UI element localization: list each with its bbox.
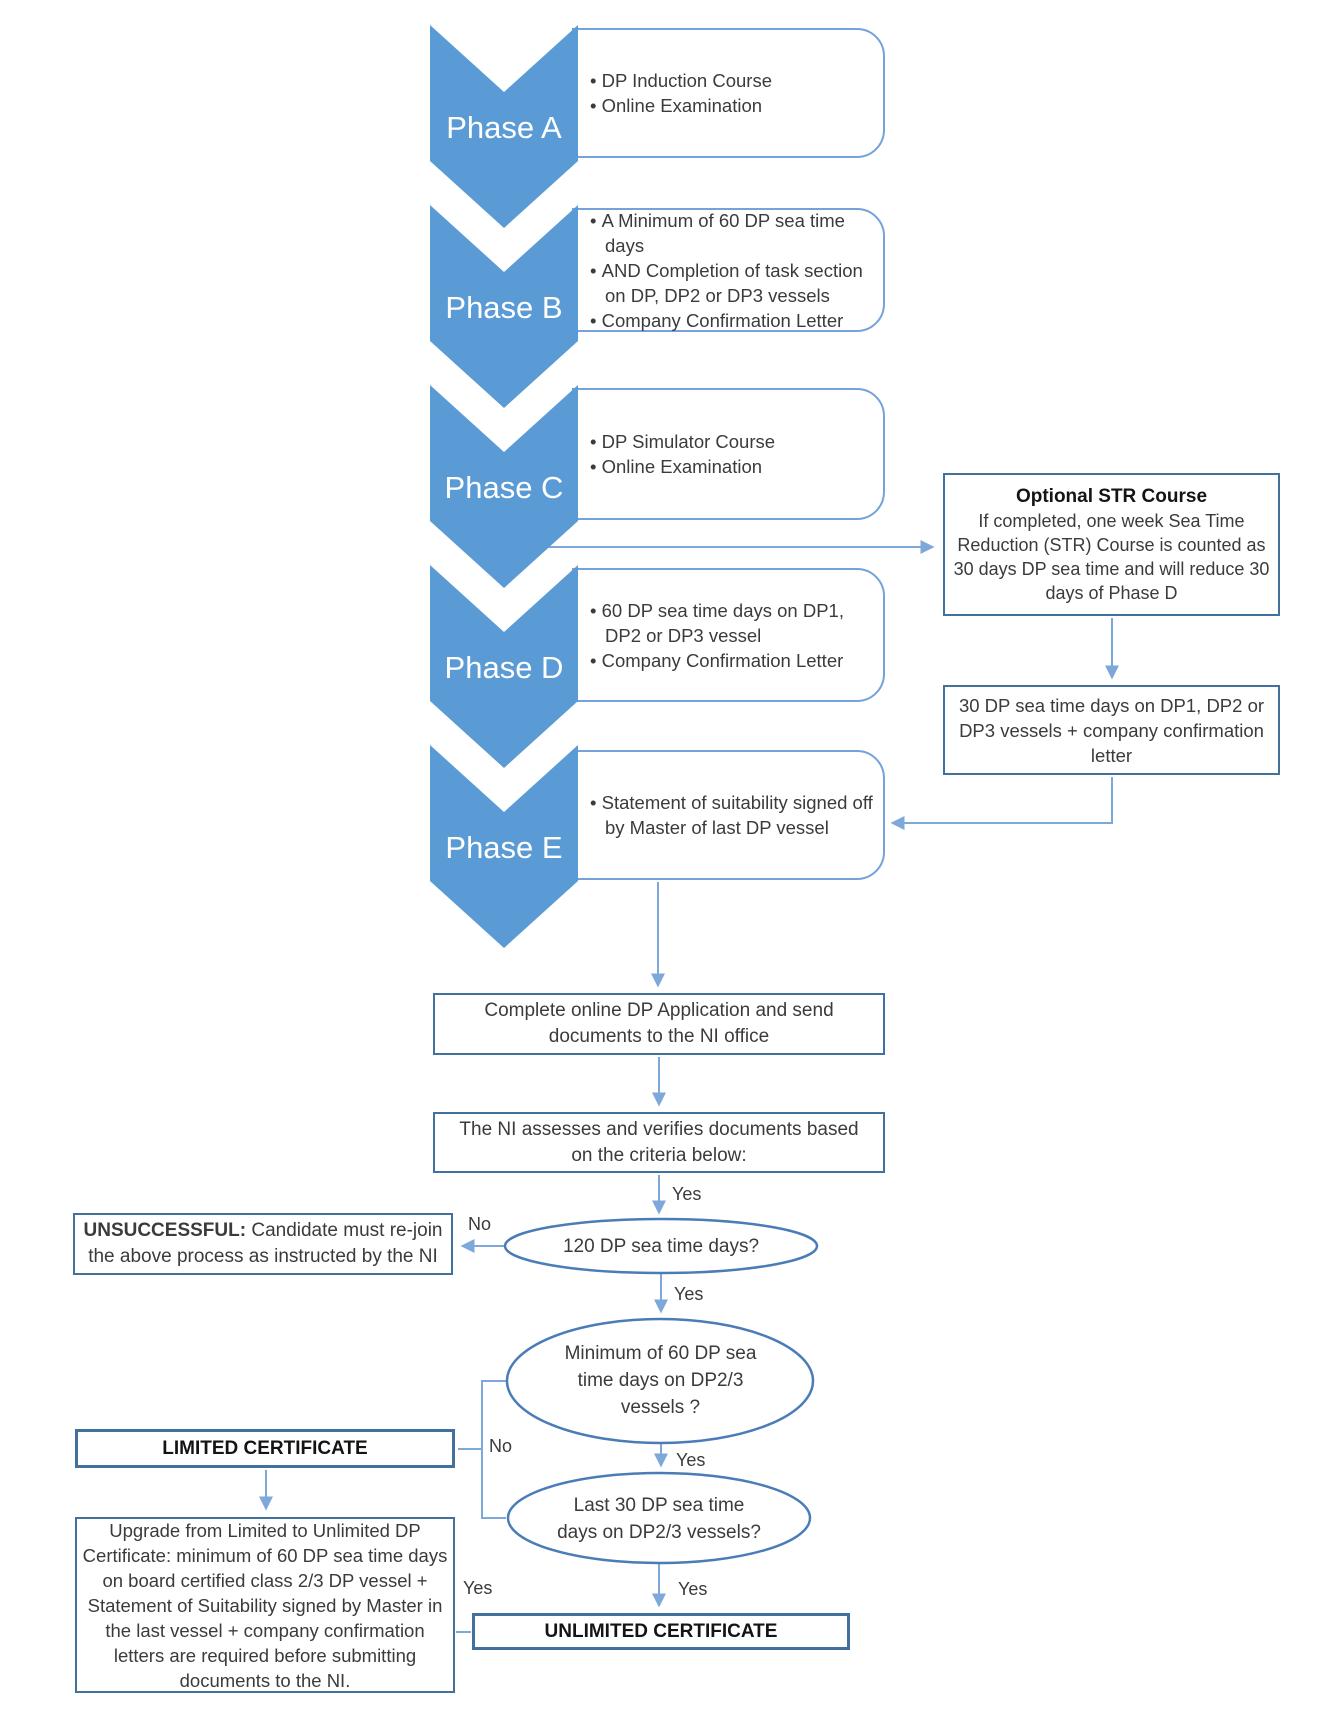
unlimited-certificate-text: UNLIMITED CERTIFICATE — [544, 1620, 778, 1642]
phase-b-bullet-list: A Minimum of 60 DP sea time days AND Com… — [574, 208, 883, 333]
thirty-days-text: 30 DP sea time days on DP1, DP2 or DP3 v… — [958, 694, 1265, 766]
unsuccessful-box: UNSUCCESSFUL: Candidate must re-join the… — [73, 1213, 453, 1275]
unsuccessful-keyword: UNSUCCESSFUL: — [83, 1220, 247, 1241]
unsuccessful-text: UNSUCCESSFUL: Candidate must re-join the… — [83, 1218, 443, 1270]
bullet-item: Company Confirmation Letter — [590, 648, 877, 673]
str-course-body: If completed, one week Sea Time Reductio… — [953, 510, 1270, 603]
arrow-thirty-days-to-phase-e — [890, 777, 1113, 830]
complete-application-box: Complete online DP Application and send … — [433, 993, 885, 1055]
bullet-item: DP Simulator Course — [590, 429, 775, 454]
phase-a-bullet-list: DP Induction Course Online Examination — [574, 68, 778, 118]
phase-b-box: A Minimum of 60 DP sea time days AND Com… — [572, 208, 885, 332]
bullet-item: 60 DP sea time days on DP1, DP2 or DP3 v… — [590, 598, 877, 648]
phase-c-bullet-list: DP Simulator Course Online Examination — [574, 429, 781, 479]
phase-e-label: Phase E — [445, 830, 563, 865]
yes-label-d120: Yes — [674, 1284, 704, 1304]
ni-assessment-box: The NI assesses and verifies documents b… — [433, 1112, 885, 1173]
ni-assessment-text: The NI assesses and verifies documents b… — [459, 1118, 859, 1166]
yes-label-min60: Yes — [676, 1450, 706, 1470]
str-course-title: Optional STR Course — [1015, 485, 1208, 507]
complete-application-text: Complete online DP Application and send … — [484, 1000, 834, 1047]
no-label-min60: No — [489, 1436, 513, 1456]
limited-certificate-text: LIMITED CERTIFICATE — [162, 1437, 368, 1459]
phase-d-bullet-list: 60 DP sea time days on DP1, DP2 or DP3 v… — [574, 598, 883, 673]
phase-e-bullet-list: Statement of suitability signed off by M… — [574, 790, 883, 840]
unsuccessful-rest: Candidate must re-join the above process… — [88, 1220, 443, 1267]
bullet-item: Online Examination — [590, 454, 775, 479]
phase-e-box: Statement of suitability signed off by M… — [572, 750, 885, 880]
upgrade-box: Upgrade from Limited to Unlimited DP Cer… — [75, 1517, 455, 1693]
yes-label-assessment: Yes — [672, 1184, 702, 1204]
phase-a-label: Phase A — [446, 110, 562, 145]
optional-str-course-box: Optional STR Course If completed, one we… — [943, 473, 1280, 616]
yes-label-last30: Yes — [678, 1579, 708, 1599]
phase-c-label: Phase C — [444, 470, 564, 505]
bullet-item: Company Confirmation Letter — [590, 308, 877, 333]
bullet-item: DP Induction Course — [590, 68, 772, 93]
bullet-item: Statement of suitability signed off by M… — [590, 790, 877, 840]
phase-a-box: DP Induction Course Online Examination — [572, 28, 885, 158]
bullet-item: A Minimum of 60 DP sea time days — [590, 208, 877, 258]
bullet-item: Online Examination — [590, 93, 772, 118]
phase-b-label: Phase B — [445, 290, 563, 325]
decision-120-days-text: 120 DP sea time days? — [562, 1236, 760, 1257]
no-label-d120: No — [468, 1214, 492, 1234]
phase-d-box: 60 DP sea time days on DP1, DP2 or DP3 v… — [572, 568, 885, 702]
yes-label-upgrade: Yes — [463, 1578, 493, 1598]
limited-certificate-box: LIMITED CERTIFICATE — [75, 1429, 455, 1468]
thirty-days-box: 30 DP sea time days on DP1, DP2 or DP3 v… — [943, 685, 1280, 775]
decision-last30-text: Last 30 DP sea time days on DP2/3 vessel… — [557, 1495, 761, 1543]
bullet-item: AND Completion of task section on DP, DP… — [590, 258, 877, 308]
decision-min60-text: Minimum of 60 DP sea time days on DP2/3 … — [564, 1343, 757, 1418]
unlimited-certificate-box: UNLIMITED CERTIFICATE — [472, 1613, 850, 1650]
phase-d-label: Phase D — [444, 650, 564, 685]
upgrade-text: Upgrade from Limited to Unlimited DP Cer… — [82, 1519, 448, 1691]
phase-c-box: DP Simulator Course Online Examination — [572, 388, 885, 520]
